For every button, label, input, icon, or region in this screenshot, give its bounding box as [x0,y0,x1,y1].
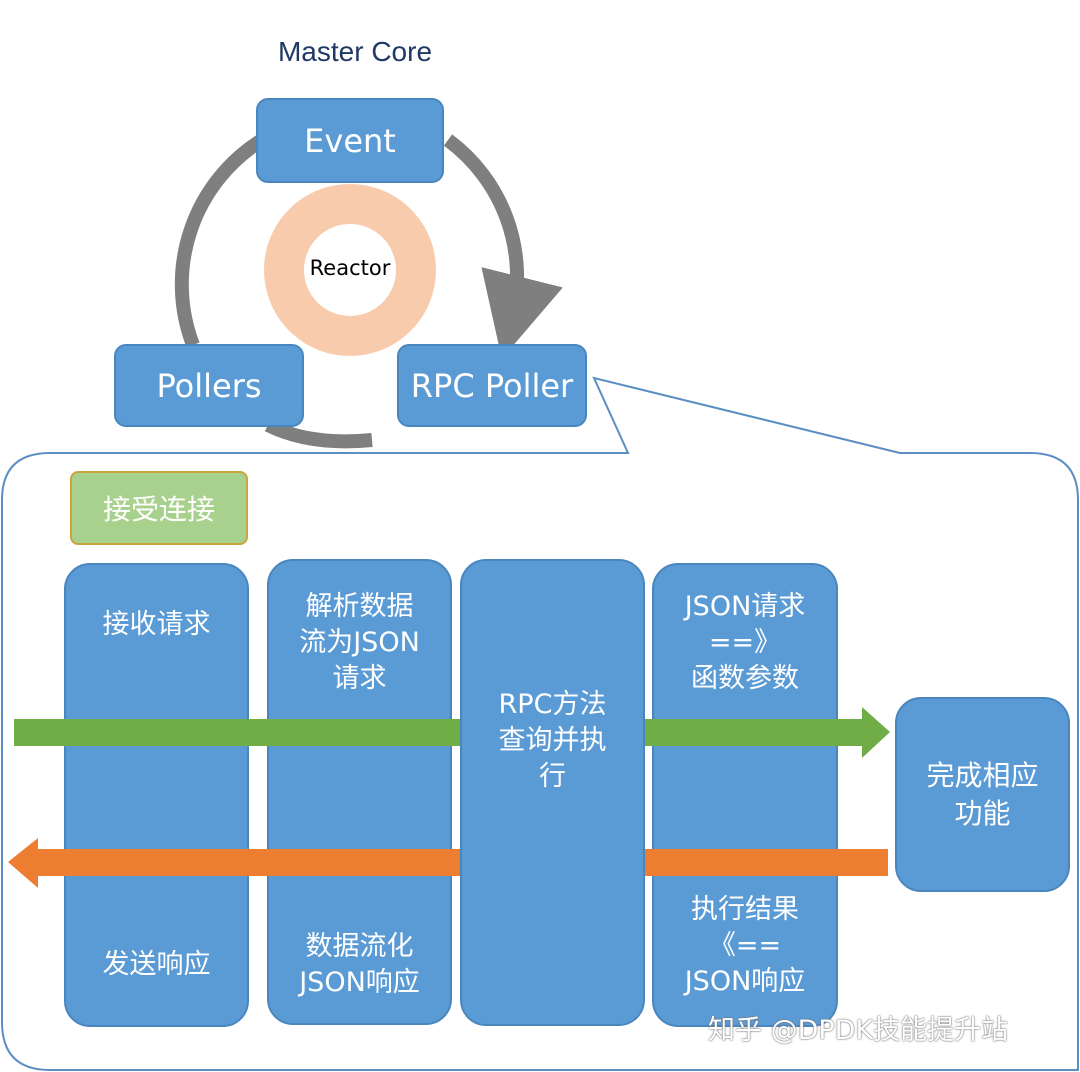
json-to-params-label: JSON请求 ==》 函数参数 [684,591,806,694]
result-to-json-label: 执行结果 《== JSON响应 [684,894,806,997]
reactor-ring [264,184,436,356]
receive-request-label: 接收请求 [102,609,211,640]
accept-connection-box: 接受连接 [70,471,248,545]
watermark: 知乎 @DPDK技能提升站 [708,1015,1009,1046]
response-arrow-segment-left [36,849,460,876]
event-label: Event [304,121,396,160]
rpc-method-label: RPC方法 查询并执 行 [498,689,607,792]
complete-function-box: 完成相应 功能 [895,697,1070,892]
send-response-label: 发送响应 [102,949,211,980]
rpc-method-column [460,559,645,1026]
cycle-arrow-event-to-rpc [443,134,563,359]
accept-connection-label: 接受连接 [102,493,215,526]
receive-column [64,563,249,1027]
response-arrow-head [8,838,38,888]
pollers-node: Pollers [114,344,304,427]
request-arrow-segment-right [645,719,864,746]
cycle-arrow-rpc-to-pollers [264,418,373,449]
reactor-label: Reactor [309,256,391,280]
response-arrow-segment-right [645,849,888,876]
rpc-poller-node: RPC Poller [397,344,587,427]
diagram-title: Master Core [277,36,433,67]
parse-stream-label: 解析数据 流为JSON 请求 [299,591,420,694]
parse-column [267,559,452,1025]
event-node: Event [256,98,444,183]
rpc-poller-label: RPC Poller [410,366,574,405]
cycle-arrow-pollers-to-event [174,134,266,348]
convert-column [652,563,838,1027]
request-arrow-head [862,707,890,758]
request-arrow-segment-left [14,719,460,746]
serialize-response-label: 数据流化 JSON响应 [299,931,420,998]
complete-function-label: 完成相应 功能 [926,758,1039,830]
pollers-label: Pollers [156,366,262,405]
